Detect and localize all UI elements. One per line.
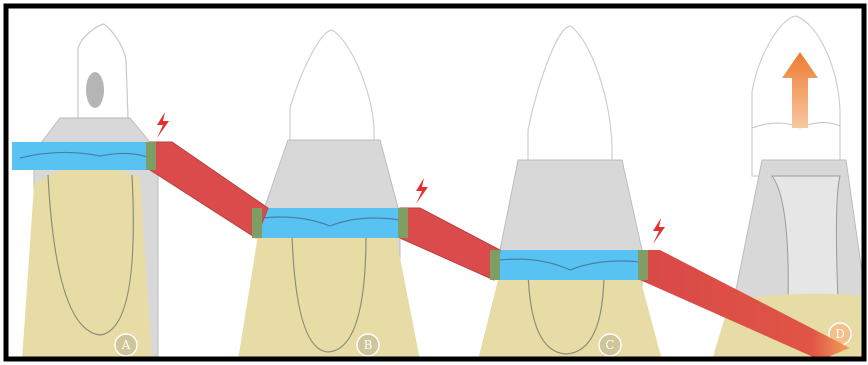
stage-label-a: A (121, 338, 131, 352)
junction-bc (398, 208, 408, 238)
junction-ba (252, 208, 262, 238)
bone-c (478, 269, 662, 360)
stage-label-b: B (364, 338, 373, 352)
junction-cd (638, 250, 648, 280)
blue-band-b (256, 208, 404, 238)
junction-ab (146, 142, 156, 170)
stage-label-c: C (605, 338, 614, 352)
junction-cb (490, 250, 500, 280)
pulp-chamber-a (86, 72, 104, 108)
bone-b (238, 224, 420, 360)
blue-band-c (494, 250, 644, 280)
stage-label-d: D (835, 327, 845, 341)
blue-band-a (12, 142, 152, 170)
